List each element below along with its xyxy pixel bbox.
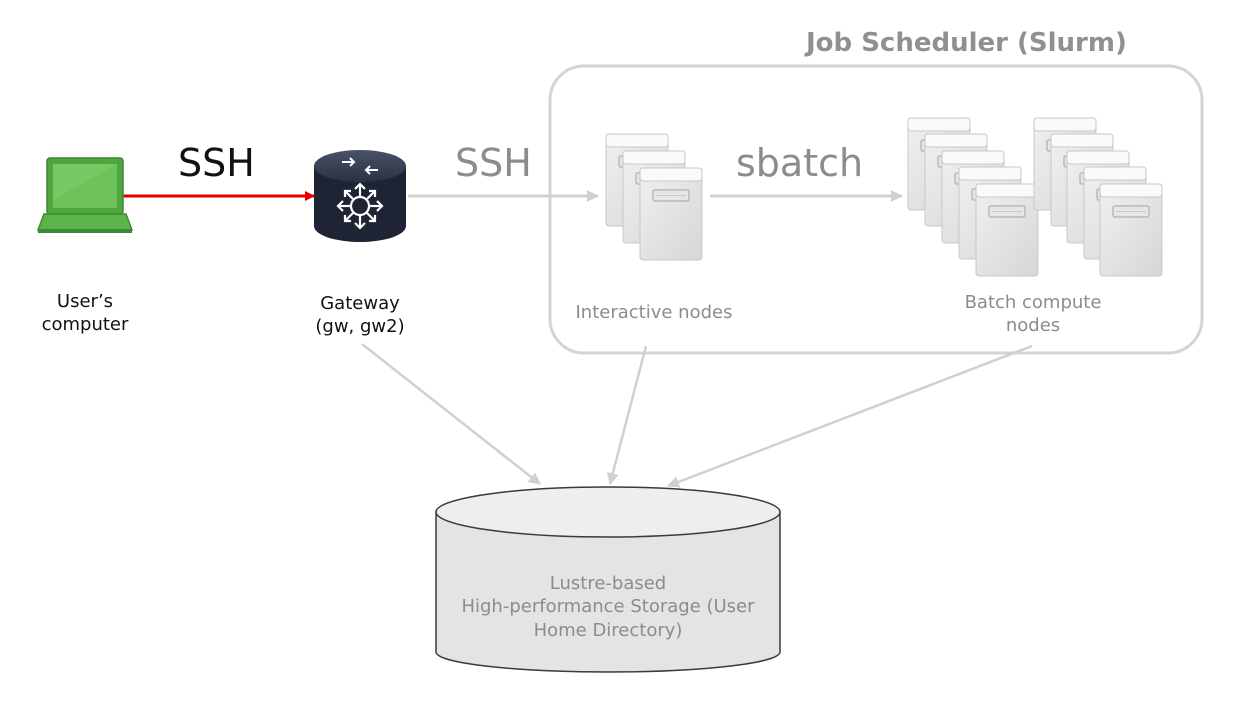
scheduler-title: Job Scheduler (Slurm) (806, 28, 1127, 58)
user-computer-label: User’s computer (24, 290, 146, 337)
gateway-label-line2: (gw, gw2) (315, 316, 405, 338)
storage-label-line3: Home Directory) (533, 619, 683, 641)
batch-nodes-label: Batch compute nodes (933, 291, 1133, 338)
batch-nodes-label-line1: Batch compute (964, 292, 1102, 313)
laptop-icon (36, 157, 134, 233)
user-computer-label-line1: User’s (56, 291, 114, 312)
storage-label-line2: High-performance Storage (User (461, 596, 755, 618)
router-icon (314, 150, 406, 242)
edge-gateway-to-storage (361, 343, 541, 485)
interactive-nodes-label: Interactive nodes (575, 302, 733, 323)
database-cylinder-icon (435, 486, 781, 673)
edge-interactive-to-storage (606, 345, 648, 485)
storage-label: Lustre-based High-performance Storage (U… (438, 572, 778, 642)
batch-nodes-label-line2: nodes (1005, 315, 1061, 337)
gateway-label-line1: Gateway (320, 293, 400, 314)
user-computer-label-line2: computer (41, 314, 129, 336)
edge-batch-to-storage (667, 344, 1033, 488)
server-cluster-icon (907, 117, 1163, 277)
storage-label-line1: Lustre-based (549, 573, 667, 594)
edge-label-ssh-gateway: SSH (455, 141, 532, 185)
gateway-label: Gateway (gw, gw2) (290, 292, 430, 339)
server-stack-icon (605, 133, 703, 261)
scheduler-boundary (548, 64, 1204, 355)
edge-label-sbatch: sbatch (736, 141, 864, 185)
edge-label-ssh-user: SSH (178, 141, 255, 185)
